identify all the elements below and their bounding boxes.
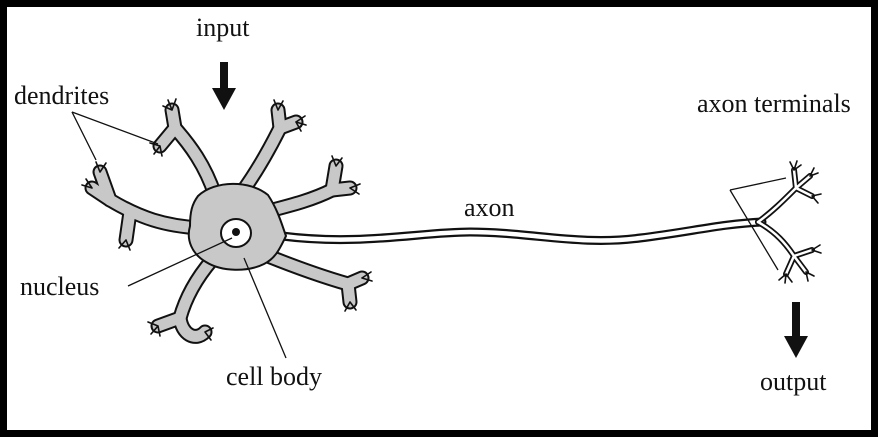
axon-label: axon: [464, 193, 515, 222]
dendrites-label: dendrites: [14, 81, 109, 110]
nucleus-shape: [221, 219, 251, 247]
nucleus-label: nucleus: [20, 272, 99, 301]
arrow-down-icon: [212, 62, 236, 110]
output-label: output: [760, 367, 827, 396]
cell-body-label: cell body: [226, 362, 322, 391]
input-label: input: [196, 13, 250, 42]
cell-body-pointer: [244, 258, 286, 358]
neuron: [82, 99, 821, 340]
axon-terminals: [758, 161, 821, 283]
axon: [282, 222, 762, 240]
arrow-down-icon: [784, 302, 808, 358]
axon-terminals-label: axon terminals: [697, 89, 851, 118]
axon-terminals-pointer: [730, 178, 786, 190]
